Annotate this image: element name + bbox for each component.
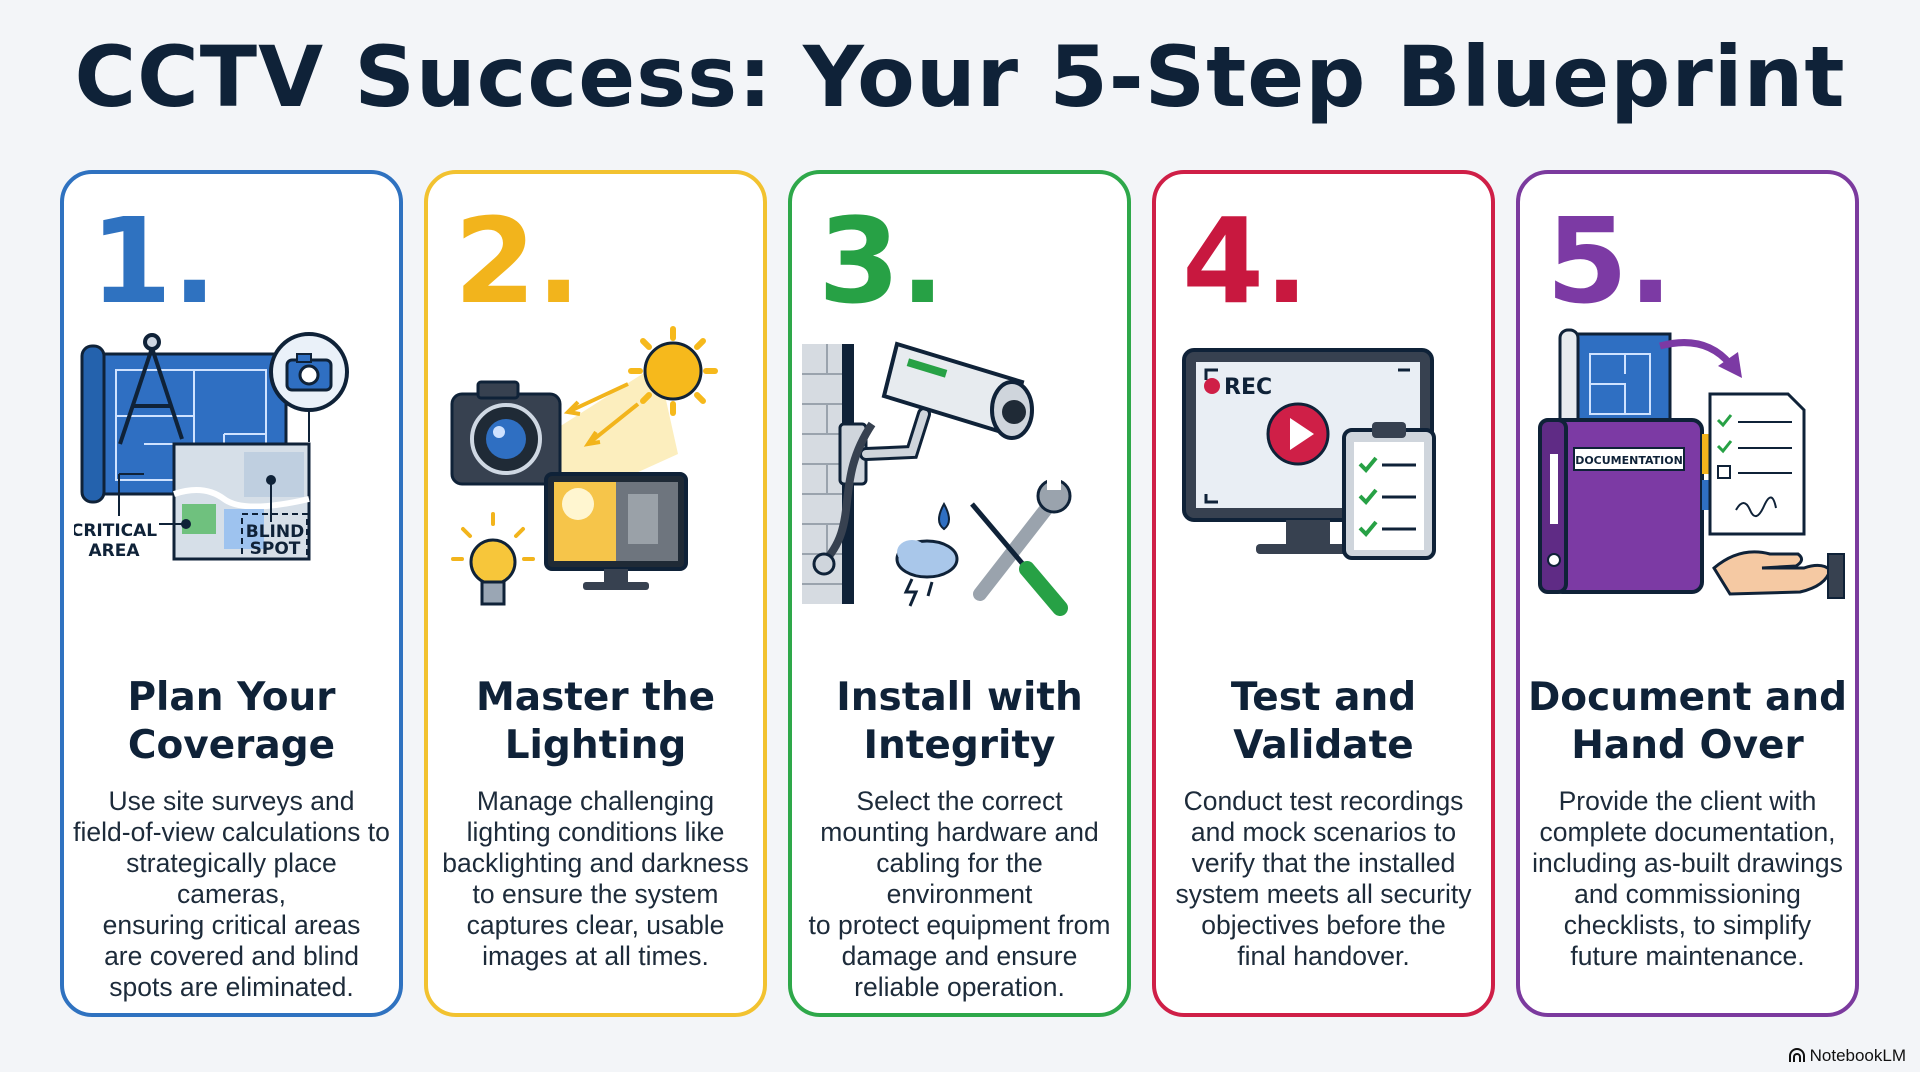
lighting-illustration <box>450 326 718 606</box>
blind-spot-label-2: SPOT <box>250 539 301 559</box>
checklist-document-icon <box>1708 392 1806 536</box>
notebooklm-watermark: NotebookLM <box>1788 1046 1906 1066</box>
step-card-5: 5. DOCUMENTATION <box>1516 170 1859 1017</box>
step-title: Test and Validate <box>1230 675 1417 768</box>
raindrop-icon <box>938 501 950 531</box>
screwdriver-icon <box>970 502 1068 616</box>
critical-area-label-2: AREA <box>88 541 140 561</box>
compass-icon <box>118 333 184 445</box>
documentation-illustration: DOCUMENTATION <box>1538 328 1845 599</box>
arrow-icon <box>1659 339 1742 378</box>
step-number: 1. <box>90 192 217 330</box>
step-title: Document and Hand Over <box>1527 675 1848 768</box>
installation-illustration <box>802 341 1072 616</box>
testing-illustration: REC <box>1182 348 1436 560</box>
rec-label: REC <box>1224 375 1272 400</box>
storm-cloud-icon <box>895 539 959 607</box>
step-card-3: 3. <box>788 170 1131 1017</box>
critical-area-label: CRITICAL <box>74 521 157 541</box>
step-title: Install with Integrity <box>836 675 1083 768</box>
monitor-icon <box>544 472 688 590</box>
step-title: Master the Lighting <box>475 675 716 768</box>
binder-label: DOCUMENTATION <box>1575 454 1683 467</box>
coverage-plan-illustration: CRITICAL AREA BLIND SPOT <box>74 332 349 561</box>
map-icon <box>118 442 311 561</box>
step-number: 5. <box>1546 192 1673 330</box>
step-card-1: 1. <box>60 170 403 1017</box>
clipboard-checklist-icon <box>1342 422 1436 560</box>
camera-icon <box>450 380 562 486</box>
blind-spot-label: BLIND <box>246 522 304 542</box>
step-card-4: 4. REC <box>1152 170 1495 1017</box>
notebooklm-logo-icon <box>1788 1048 1805 1062</box>
hand-icon <box>1712 550 1845 599</box>
brand-name: NotebookLM <box>1809 1046 1906 1065</box>
step-number: 3. <box>818 192 945 330</box>
play-icon <box>1266 402 1330 466</box>
sun-icon <box>628 326 718 416</box>
step-number: 4. <box>1182 192 1309 330</box>
wrench-icon <box>973 474 1072 601</box>
security-camera-icon <box>812 341 1034 576</box>
step-card-2: 2. <box>424 170 767 1017</box>
camera-icon <box>269 332 349 442</box>
steps-row: 1. <box>60 170 1860 1017</box>
light-bulb-icon <box>451 512 535 606</box>
page-title: CCTV Success: Your 5-Step Blueprint <box>74 28 1846 126</box>
binder-icon: DOCUMENTATION <box>1538 418 1710 594</box>
step-number: 2. <box>454 192 581 330</box>
step-title: Plan Your Coverage <box>127 675 336 768</box>
